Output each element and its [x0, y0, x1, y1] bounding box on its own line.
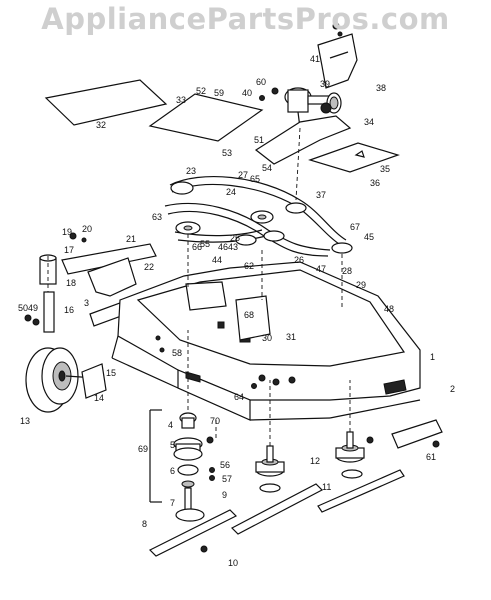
part-label: 56 — [220, 460, 230, 470]
gearbox-39 — [259, 87, 331, 129]
part-label: 66 — [192, 242, 202, 252]
part-label: 35 — [380, 164, 390, 174]
part-label: 52 — [196, 86, 206, 96]
part-label: 21 — [126, 234, 136, 244]
part-label: 24 — [226, 187, 236, 197]
part-label: 69 — [138, 444, 148, 454]
deck-cover-panel-33 — [148, 93, 264, 142]
gauge-wheel-13 — [25, 347, 107, 413]
part-label: 45 — [364, 232, 374, 242]
part-label: 22 — [144, 262, 154, 272]
blade-11-right — [317, 469, 405, 513]
part-label: 28 — [342, 266, 352, 276]
part-label: 14 — [94, 393, 104, 403]
part-label: 27 — [238, 170, 248, 180]
part-label: 2 — [450, 384, 455, 394]
part-label: 12 — [310, 456, 320, 466]
part-label: 32 — [96, 120, 106, 130]
part-label: 65 — [250, 174, 260, 184]
part-label: 13 — [20, 416, 30, 426]
part-label: 19 — [62, 227, 72, 237]
spindle-12-left — [255, 445, 285, 493]
part-label: 30 — [262, 333, 272, 343]
pulley-37 — [320, 102, 332, 114]
part-label: 40 — [242, 88, 252, 98]
part-label: 51 — [254, 135, 264, 145]
part-label: 68 — [244, 310, 254, 320]
part-label: 4 — [168, 420, 173, 430]
part-label: 50 — [18, 303, 28, 313]
part-label: 17 — [64, 245, 74, 255]
part-label: 48 — [384, 304, 394, 314]
idler-pulleys — [170, 181, 353, 254]
part-label: 33 — [176, 95, 186, 105]
part-label: 47 — [316, 264, 326, 274]
part-label: 63 — [152, 212, 162, 222]
part-label: 59 — [214, 88, 224, 98]
mower-deck-1 — [111, 261, 421, 421]
part-label: 67 — [350, 222, 360, 232]
part-label: 53 — [222, 148, 232, 158]
spindle-assembly-69 — [149, 409, 215, 553]
part-label: 7 — [170, 498, 175, 508]
part-label: 5 — [170, 440, 175, 450]
part-label: 23 — [186, 166, 196, 176]
part-label: 31 — [286, 332, 296, 342]
part-label: 8 — [142, 519, 147, 529]
part-number-labels: 1 2 3 4 5 6 7 8 9 10 11 12 13 14 15 16 1… — [18, 54, 455, 568]
part-label: 44 — [212, 255, 222, 265]
part-label: 3 — [84, 298, 89, 308]
part-label: 11 — [322, 482, 331, 492]
spindle-12-right — [335, 431, 365, 479]
part-label: 37 — [316, 190, 326, 200]
bolt-61 — [432, 440, 440, 448]
drive-belts — [164, 176, 347, 257]
part-label: 43 — [228, 242, 238, 252]
part-label: 64 — [234, 392, 244, 402]
part-label: 34 — [364, 117, 374, 127]
part-label: 10 — [228, 558, 238, 568]
bolt-60-59 — [366, 436, 374, 444]
part-label: 46 — [218, 242, 228, 252]
part-label: 36 — [370, 178, 380, 188]
part-label: 20 — [82, 224, 92, 234]
part-label: 16 — [64, 305, 74, 315]
assembly-guide-lines — [47, 127, 351, 446]
bracket-2 — [391, 419, 443, 449]
belt-guard-34 — [254, 115, 352, 165]
part-label: 55 — [200, 239, 210, 249]
part-label: 57 — [222, 474, 232, 484]
part-label: 49 — [28, 303, 38, 313]
part-label: 15 — [106, 368, 116, 378]
part-label: 6 — [170, 466, 175, 476]
part-label: 60 — [256, 77, 266, 87]
part-label: 9 — [222, 490, 227, 500]
part-label: 26 — [294, 255, 304, 265]
gearbox-bracket-41 — [317, 22, 358, 89]
part-label: 39 — [320, 79, 330, 89]
part-label: 25 — [230, 233, 240, 243]
left-arm-assembly — [39, 232, 157, 297]
part-label: 70 — [210, 416, 220, 426]
wheel-post-16 — [24, 291, 55, 333]
part-label: 62 — [244, 261, 254, 271]
part-label: 29 — [356, 280, 366, 290]
part-label: 54 — [262, 163, 272, 173]
part-label: 58 — [172, 348, 182, 358]
blade-11-left — [230, 483, 324, 535]
part-label: 18 — [66, 278, 76, 288]
part-label: 61 — [426, 452, 436, 462]
part-label: 38 — [376, 83, 386, 93]
part-label: 41 — [310, 54, 320, 64]
belt-guard-35 — [308, 142, 400, 173]
part-label: 1 — [430, 352, 435, 362]
blade-8 — [148, 509, 238, 557]
deck-cover-panel-32 — [44, 79, 168, 126]
clip-36 — [354, 150, 365, 158]
